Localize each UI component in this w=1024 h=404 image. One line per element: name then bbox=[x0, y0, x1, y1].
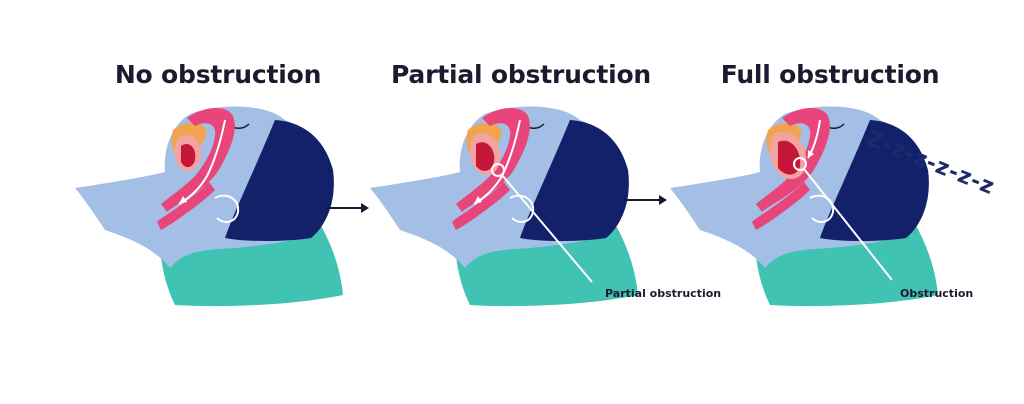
airflow-arrow bbox=[807, 119, 821, 159]
obstruction-marker bbox=[793, 157, 893, 281]
panel-title-partial-obstruction: Partial obstruction bbox=[390, 60, 652, 89]
nasal-airway bbox=[756, 107, 830, 212]
nasal-airway bbox=[456, 107, 530, 212]
head-illustration-full-obstruction bbox=[670, 106, 938, 307]
arrow-right-icon bbox=[325, 203, 369, 213]
ear bbox=[809, 194, 835, 223]
nasal-airway bbox=[161, 107, 235, 212]
callout-partial-obstruction: Partial obstruction bbox=[605, 287, 722, 300]
arrow-right-icon bbox=[623, 195, 667, 205]
obstruction-marker bbox=[491, 163, 593, 283]
panel-title-full-obstruction: Full obstruction bbox=[720, 60, 940, 89]
hair bbox=[225, 120, 334, 241]
callout-obstruction: Obstruction bbox=[900, 287, 974, 300]
head-illustration-partial-obstruction bbox=[370, 106, 638, 307]
head-illustration-no-obstruction bbox=[75, 106, 343, 307]
ear bbox=[214, 194, 240, 223]
tongue bbox=[174, 135, 202, 171]
throat-airway bbox=[157, 182, 215, 230]
throat-airway bbox=[752, 182, 810, 230]
panel-title-no-obstruction: No obstruction bbox=[114, 60, 322, 89]
throat-airway bbox=[452, 182, 510, 230]
airflow-arrow bbox=[178, 119, 226, 205]
tongue bbox=[469, 133, 501, 175]
hair bbox=[820, 120, 929, 241]
hair bbox=[520, 120, 629, 241]
